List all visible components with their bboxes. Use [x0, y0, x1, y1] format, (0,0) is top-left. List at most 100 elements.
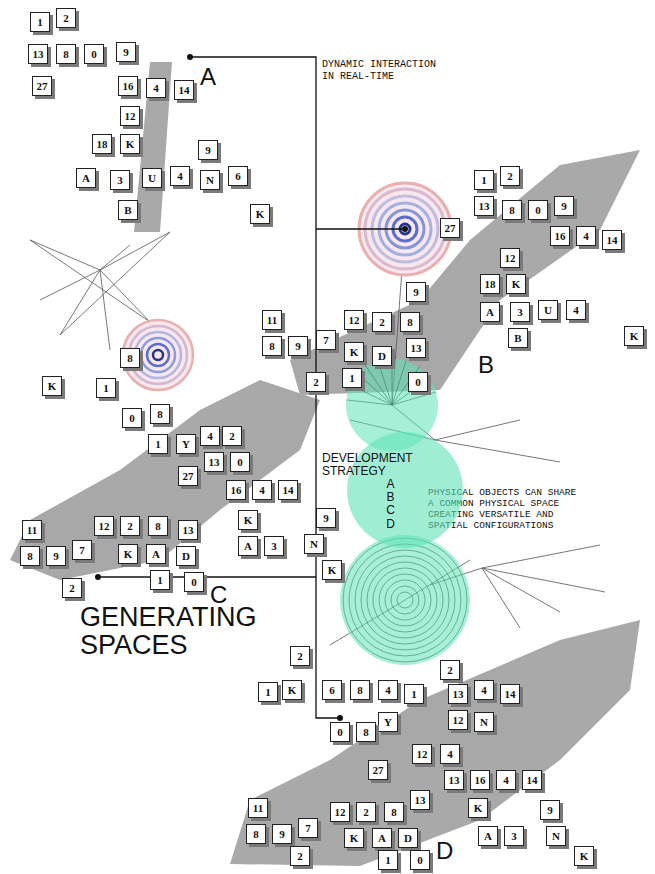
cube-label: 13 — [444, 770, 464, 790]
cube-label: 6 — [228, 166, 248, 186]
cube-label: 8 — [56, 44, 76, 64]
cube-label: A — [372, 828, 392, 848]
cube-label: 2 — [306, 372, 326, 392]
cube-label: 8 — [262, 336, 282, 356]
cube-label: 4 — [252, 480, 272, 500]
cube-label: 0 — [410, 850, 430, 870]
strategy-circle: DEVELOPMENT STRATEGYA B C D — [320, 430, 470, 560]
cube-label: 12 — [412, 744, 432, 764]
cube-label: 3 — [504, 826, 524, 846]
cube-label: 0 — [230, 452, 250, 472]
cube-label: 7 — [72, 540, 92, 560]
cube-label: 1 — [96, 378, 116, 398]
cube-label: 1 — [148, 434, 168, 454]
cube-label: 14 — [602, 230, 622, 250]
cube-label: K — [344, 342, 364, 362]
cube-label: 1 — [378, 850, 398, 870]
cube-label: Y — [378, 712, 398, 732]
cube-label: K — [624, 326, 644, 346]
cube-label: D — [176, 546, 196, 566]
cube-label: 2 — [372, 312, 392, 332]
cube-label: D — [372, 346, 392, 366]
cluster-letter: D — [436, 838, 453, 864]
shadow-bands — [10, 62, 640, 866]
cube-label: K — [42, 376, 62, 396]
cube-label: 2 — [440, 660, 460, 680]
cube-label: 9 — [540, 800, 560, 820]
cube-label: 0 — [528, 200, 548, 220]
cube-label: 0 — [184, 572, 204, 592]
cube-label: K — [506, 274, 526, 294]
cube-label: 9 — [554, 196, 574, 216]
network-lines — [30, 229, 605, 645]
cube-label: 8 — [356, 722, 376, 742]
cube-label: 8 — [150, 404, 170, 424]
cube-label: 8 — [246, 824, 266, 844]
cube-label: 16 — [226, 480, 246, 500]
cube-label: U — [538, 300, 558, 320]
cube-label: 14 — [522, 770, 542, 790]
cube-label: 9 — [46, 546, 66, 566]
cube-label: 12 — [330, 802, 350, 822]
cube-label: 13 — [448, 684, 468, 704]
cube-label: 18 — [92, 134, 112, 154]
cube-label: 1 — [150, 570, 170, 590]
cube-label: 13 — [204, 452, 224, 472]
cube-label: 4 — [566, 300, 586, 320]
cube-label: 4 — [576, 226, 596, 246]
cube-label: 12 — [94, 516, 114, 536]
cube-label: 27 — [440, 218, 460, 238]
cube-label: 8 — [120, 348, 140, 368]
cube-label: 27 — [178, 466, 198, 486]
cube-label: 9 — [272, 824, 292, 844]
cluster-letter: A — [200, 64, 216, 90]
cube-label: 27 — [32, 76, 52, 96]
cube-label: K — [120, 134, 140, 154]
cube-label: 13 — [406, 338, 426, 358]
cube-label: 3 — [110, 170, 130, 190]
cube-label: K — [118, 544, 138, 564]
cube-label: 4 — [378, 680, 398, 700]
cube-label: A — [480, 302, 500, 322]
cube-label: 0 — [408, 372, 428, 392]
cube-label: 14 — [174, 80, 194, 100]
cube-label: 11 — [248, 798, 268, 818]
cube-label: 8 — [384, 802, 404, 822]
green-circles — [340, 359, 470, 665]
cube-label: 2 — [290, 846, 310, 866]
cube-label: 2 — [120, 516, 140, 536]
cube-label: K — [238, 510, 258, 530]
cube-label: K — [574, 846, 594, 866]
cube-label: 2 — [290, 646, 310, 666]
cube-label: 16 — [470, 770, 490, 790]
cube-label: 3 — [264, 536, 284, 556]
cube-label: 13 — [178, 520, 198, 540]
cube-label: 7 — [298, 818, 318, 838]
node-letters: A B C D — [386, 478, 395, 531]
callout-note: DYNAMIC INTERACTION IN REAL-TIME — [322, 59, 454, 82]
cube-label: 27 — [368, 760, 388, 780]
cube-label: K — [322, 560, 342, 580]
cube-label: 8 — [502, 200, 522, 220]
cube-label: 14 — [278, 480, 298, 500]
cube-label: 14 — [500, 684, 520, 704]
cluster-letter: C — [210, 582, 227, 608]
cube-label: 11 — [262, 310, 282, 330]
cube-label: 4 — [496, 770, 516, 790]
cube-label: 1 — [258, 682, 278, 702]
cube-label: 12 — [500, 248, 520, 268]
cube-label: A — [146, 544, 166, 564]
cube-label: N — [474, 712, 494, 732]
cube-label: N — [304, 534, 324, 554]
cube-label: Y — [176, 434, 196, 454]
cube-label: 8 — [20, 546, 40, 566]
cube-label: 12 — [344, 310, 364, 330]
cube-label: 0 — [330, 722, 350, 742]
cluster-letter: B — [478, 352, 494, 378]
cube-label: 8 — [400, 312, 420, 332]
cube-label: 9 — [198, 140, 218, 160]
cube-label: 9 — [116, 42, 136, 62]
cube-label: 18 — [480, 274, 500, 294]
